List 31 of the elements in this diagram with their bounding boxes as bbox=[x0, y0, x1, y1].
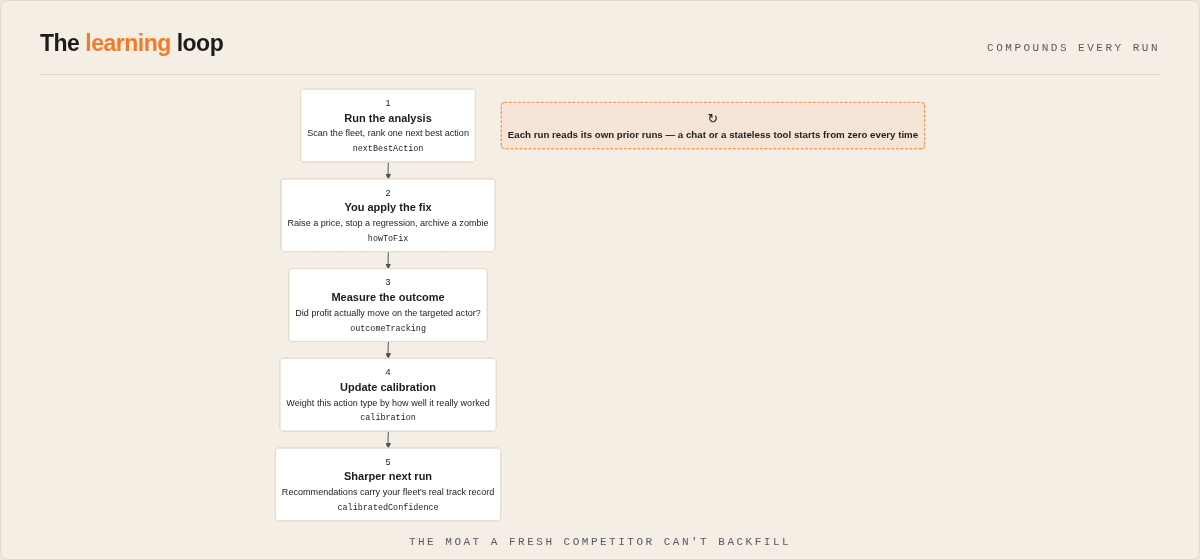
caption: THE MOAT A FRESH COMPETITOR CAN'T BACKFILL bbox=[408, 536, 792, 548]
step-box bbox=[279, 357, 497, 432]
loop-icon: ↻ bbox=[707, 110, 719, 126]
step-description: Did profit actually move on the targeted actor? bbox=[295, 307, 481, 318]
step-box bbox=[288, 268, 488, 342]
step-title: You apply the fix bbox=[344, 201, 432, 214]
step-box bbox=[275, 447, 502, 522]
step-description: Recommendations carry your fleet's real track record bbox=[281, 486, 495, 498]
step-number: 1 bbox=[385, 97, 391, 108]
step-number: 4 bbox=[385, 366, 391, 378]
field-name: calibratedConfidence bbox=[337, 502, 439, 513]
title: The learning loop bbox=[40, 30, 224, 57]
step-title: Measure the outcome bbox=[331, 290, 445, 304]
step-box bbox=[300, 88, 476, 163]
step-description: Scan the fleet, rank one next best action bbox=[307, 128, 469, 139]
field-name: outcomeTracking bbox=[350, 323, 426, 334]
step-title: Run the analysis bbox=[344, 111, 432, 124]
field-name: calibration bbox=[360, 413, 416, 423]
step-description: Raise a price, stop a regression, archive a zombie bbox=[287, 217, 489, 229]
step-number: 2 bbox=[385, 187, 391, 198]
step-number: 3 bbox=[385, 277, 391, 288]
note-text: Each run reads its own prior runs — a chat or a stateless tool starts from zero every time bbox=[507, 129, 919, 140]
tagline: COMPOUNDS EVERY RUN bbox=[987, 42, 1160, 54]
note-box bbox=[501, 102, 925, 150]
step-description: Weight this action type by how well it really worked bbox=[286, 397, 490, 408]
step-number: 5 bbox=[385, 456, 391, 467]
step-title: Sharper next run bbox=[344, 470, 433, 483]
field-name: nextBestAction bbox=[352, 144, 424, 154]
field-name: howToFix bbox=[367, 233, 409, 244]
step-title: Update calibration bbox=[340, 380, 437, 393]
step-box bbox=[280, 178, 496, 253]
